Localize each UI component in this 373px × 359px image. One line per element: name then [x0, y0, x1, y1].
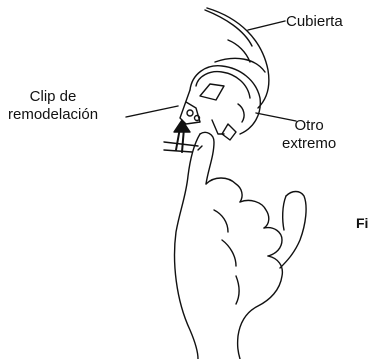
figure-caption-fragment: Fi: [356, 214, 368, 232]
label-other-end-line1: Otro: [282, 117, 336, 135]
reshaping-clip: [180, 66, 260, 140]
leader-line-cover: [248, 21, 285, 30]
label-cover: Cubierta: [286, 13, 343, 31]
label-other-end-line2: extremo: [282, 135, 336, 153]
cover-tube: [205, 8, 269, 108]
label-reshaping-clip-line1: Clip de: [8, 88, 98, 106]
label-other-end: Otro extremo: [282, 117, 336, 153]
label-reshaping-clip: Clip de remodelación: [8, 88, 98, 124]
label-reshaping-clip-line2: remodelación: [8, 106, 98, 124]
leader-line-clip: [126, 106, 178, 117]
push-up-arrow: [164, 120, 198, 152]
hand: [175, 132, 307, 359]
